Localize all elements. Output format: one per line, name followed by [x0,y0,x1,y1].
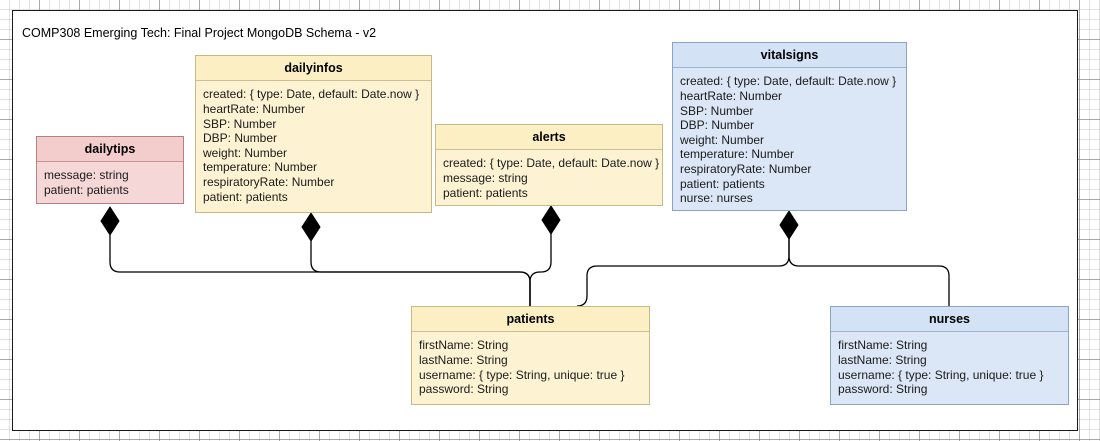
entity-fields-dailyinfos: created: { type: Date, default: Date.now… [196,81,431,211]
entity-nurses[interactable]: nurses firstName: String lastName: Strin… [830,306,1069,405]
field-row: heartRate: Number [203,101,306,116]
field-row: temperature: Number [680,147,795,162]
field-row: SBP: Number [203,116,277,131]
entity-title-dailyinfos: dailyinfos [196,56,431,82]
diagram-title: COMP308 Emerging Tech: Final Project Mon… [22,26,377,40]
field-row: respiratoryRate: Number [680,161,812,176]
entity-title-dailytips: dailytips [37,137,183,163]
field-row: password: String [838,382,928,397]
field-row: weight: Number [203,145,288,160]
entity-dailytips[interactable]: dailytips message: string patient: patie… [36,136,184,204]
entity-fields-vitalsigns: created: { type: Date, default: Date.now… [673,68,906,212]
field-row: nurse: nurses [680,191,753,206]
field-row: lastName: String [838,352,927,367]
field-row: weight: Number [680,132,765,147]
field-row: DBP: Number [680,118,755,133]
field-row: created: { type: Date, default: Date.now… [680,74,897,89]
field-row: respiratoryRate: Number [203,174,335,189]
field-row: DBP: Number [203,131,278,146]
entity-title-nurses: nurses [831,307,1068,333]
field-row: firstName: String [419,338,509,353]
field-row: lastName: String [419,352,508,367]
field-row: patient: patients [443,185,528,200]
entity-dailyinfos[interactable]: dailyinfos created: { type: Date, defaul… [195,55,432,213]
entity-patients[interactable]: patients firstName: String lastName: Str… [411,306,650,405]
field-row: heartRate: Number [680,88,783,103]
entity-vitalsigns[interactable]: vitalsigns created: { type: Date, defaul… [672,42,907,211]
entity-fields-alerts: created: { type: Date, default: Date.now… [436,150,662,207]
field-row: patient: patients [680,176,765,191]
field-row: firstName: String [838,338,928,353]
field-row: SBP: Number [680,103,754,118]
field-row: patient: patients [203,189,288,204]
entity-title-patients: patients [412,307,649,333]
field-row: patient: patients [44,182,129,197]
field-row: password: String [419,382,509,397]
field-row: created: { type: Date, default: Date.now… [443,156,660,171]
field-row: message: string [44,168,129,183]
entity-fields-nurses: firstName: String lastName: String usern… [831,332,1068,403]
entity-fields-patients: firstName: String lastName: String usern… [412,332,649,403]
field-row: temperature: Number [203,160,318,175]
field-row: created: { type: Date, default: Date.now… [203,87,420,102]
entity-fields-dailytips: message: string patient: patients [37,162,183,204]
entity-title-alerts: alerts [436,125,662,151]
field-row: message: string [443,170,528,185]
entity-alerts[interactable]: alerts created: { type: Date, default: D… [435,124,663,206]
entity-title-vitalsigns: vitalsigns [673,43,906,69]
field-row: username: { type: String, unique: true } [419,367,625,382]
field-row: username: { type: String, unique: true } [838,367,1044,382]
